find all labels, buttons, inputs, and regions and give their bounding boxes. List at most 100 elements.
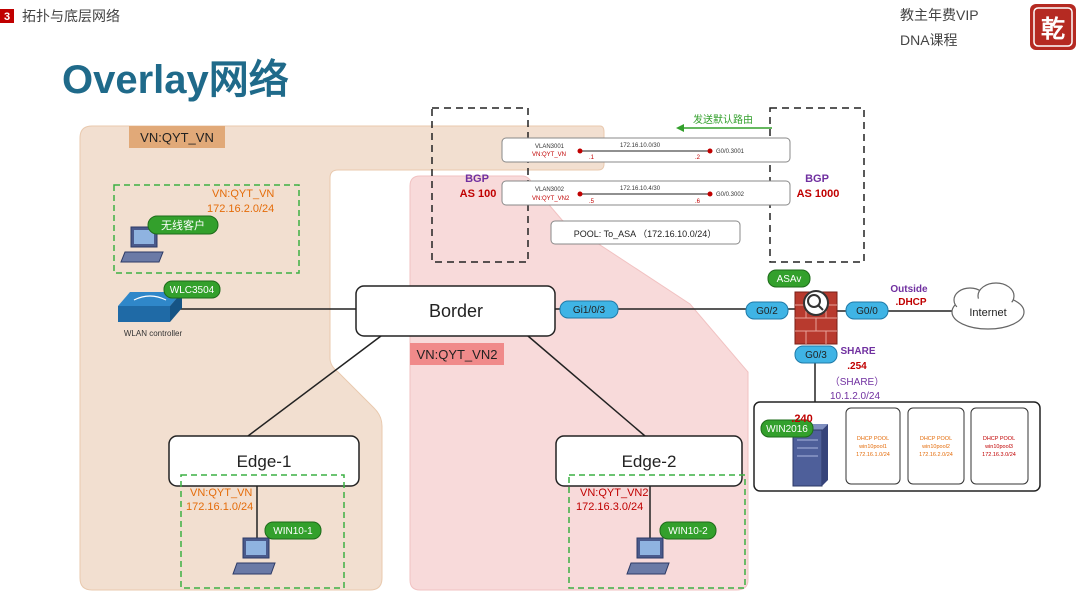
bgp-link-2-box <box>501 180 791 206</box>
section-number-badge <box>0 9 14 23</box>
share-subnet: 10.1.2.0/24 <box>830 391 880 402</box>
asa-port-in-badge <box>745 301 789 320</box>
link1-iface: G0/0.3001 <box>716 149 745 155</box>
link2-vlan: VLAN3002 <box>535 187 565 193</box>
asa-port-in-label: G0/2 <box>756 306 778 317</box>
dhcp-pool-3-subnet: 172.16.3.0/24 <box>982 452 1016 458</box>
bgp-left-title: BGP <box>465 173 489 185</box>
default-route-label: 发送默认路由 <box>693 113 753 126</box>
bgp-as1000-box <box>769 107 865 263</box>
pc-icon <box>232 537 276 575</box>
asa-port-share-label: G0/3 <box>805 350 827 361</box>
dhcp-pool-2 <box>907 407 965 485</box>
page-title: Overlay网络 <box>62 57 289 102</box>
brand-line-2: DNA课程 <box>900 32 958 48</box>
bgp-link-1-box <box>501 137 791 163</box>
dhcp-pool-3 <box>970 407 1029 485</box>
edge1-host-badge <box>264 521 322 540</box>
server-ip: .240 <box>791 413 812 425</box>
edge2-label: Edge-2 <box>622 452 677 471</box>
vn1-label: VN:QYT_VN <box>140 130 214 145</box>
edge2-host-label: WIN10-2 <box>668 526 708 537</box>
dhcp-pool-2-title: DHCP POOL <box>920 436 952 442</box>
link1-right-dot <box>707 148 713 154</box>
internet-label: Internet <box>969 307 1006 319</box>
edge1-host-label: WIN10-1 <box>273 526 313 537</box>
brand-line-1: 教主年费VIP <box>900 7 979 23</box>
link1-subnet: 172.16.10.0/30 <box>620 143 661 149</box>
dhcp-pool-2-name: win10pool2 <box>921 444 950 450</box>
bgp-left-as: AS 100 <box>460 188 497 200</box>
link2-left-dot <box>577 191 583 197</box>
asa-port-out-label: G0/0 <box>856 306 878 317</box>
dhcp-pool-3-title: DHCP POOL <box>983 436 1015 442</box>
link1-vlan: VLAN3001 <box>535 144 565 150</box>
server-badge <box>760 419 814 438</box>
edge1-dashed-group <box>180 474 345 589</box>
wlc-badge <box>163 280 221 299</box>
border-edge2-link <box>527 335 646 437</box>
edge1-subnet: 172.16.1.0/24 <box>186 501 253 513</box>
server-badge-label: WIN2016 <box>766 424 808 435</box>
border-node <box>355 285 556 337</box>
asa-port-out-badge <box>845 301 889 320</box>
edge2-vn: VN:QYT_VN2 <box>580 487 648 499</box>
wireless-client-label: 无线客户 <box>161 218 205 232</box>
edge2-node <box>555 435 743 487</box>
dhcp-pool-1-title: DHCP POOL <box>857 436 889 442</box>
wireless-vn: VN:QYT_VN <box>212 188 274 200</box>
border-port-badge <box>559 300 619 319</box>
wireless-client-badge <box>147 215 219 235</box>
edge1-vn: VN:QYT_VN <box>190 487 252 499</box>
default-route-arrowhead <box>676 124 684 132</box>
border-port-label: Gi1/0/3 <box>573 305 606 316</box>
outside-label: Outside <box>890 284 928 295</box>
edge1-label: Edge-1 <box>237 452 292 471</box>
dhcp-pool-2-subnet: 172.16.2.0/24 <box>919 452 953 458</box>
link2-right-dot <box>707 191 713 197</box>
pool-box <box>550 220 741 245</box>
dhcp-pool-1-name: win10pool1 <box>858 444 887 450</box>
edge1-node <box>168 435 360 487</box>
edge2-host-badge <box>659 521 717 540</box>
link1-left-ip: .1 <box>589 155 595 161</box>
vn2-label-box <box>410 343 504 365</box>
internet-cloud-icon <box>951 282 1025 330</box>
server-icon <box>792 424 828 487</box>
edge2-subnet: 172.16.3.0/24 <box>576 501 643 513</box>
pool-label: POOL: To_ASA （172.16.10.0/24） <box>574 229 716 239</box>
firewall-icon <box>794 290 838 345</box>
section-number: 3 <box>4 11 10 23</box>
link2-subnet: 172.16.10.4/30 <box>620 186 661 192</box>
vn2-label: VN:QYT_VN2 <box>417 347 498 362</box>
dhcp-pool-1 <box>845 407 901 485</box>
vn1-label-box <box>129 126 225 148</box>
dhcp-pool-1-subnet: 172.16.1.0/24 <box>856 452 890 458</box>
bgp-right-title: BGP <box>805 173 829 185</box>
edge2-dashed-group <box>568 474 746 589</box>
share-label: SHARE <box>840 346 875 357</box>
wlc-badge-label: WLC3504 <box>170 285 215 296</box>
dhcp-pool-3-name: win10pool3 <box>984 444 1013 450</box>
link2-iface: G0/0.3002 <box>716 192 745 198</box>
asa-port-share-badge <box>794 345 838 364</box>
border-edge1-link <box>247 335 382 437</box>
seal-logo: 乾 <box>1030 4 1076 50</box>
outside-dhcp: .DHCP <box>895 297 926 308</box>
share-ip: .254 <box>847 361 867 372</box>
asav-badge <box>767 269 811 288</box>
pc-icon <box>120 226 164 263</box>
pc-icon <box>626 537 670 575</box>
seal-logo-text: 乾 <box>1041 16 1065 43</box>
link2-right-ip: .6 <box>695 199 701 205</box>
wireless-subnet: 172.16.2.0/24 <box>207 203 274 215</box>
link1-left-dot <box>577 148 583 154</box>
share-zone: （SHARE） <box>830 376 884 388</box>
asav-badge-label: ASAv <box>777 274 802 285</box>
link2-vn: VN:QYT_VN2 <box>532 196 570 202</box>
link2-left-ip: .5 <box>589 199 595 205</box>
wireless-dashed-group <box>113 184 300 274</box>
bgp-right-as: AS 1000 <box>797 188 840 200</box>
link1-vn: VN:QYT_VN <box>532 152 566 158</box>
